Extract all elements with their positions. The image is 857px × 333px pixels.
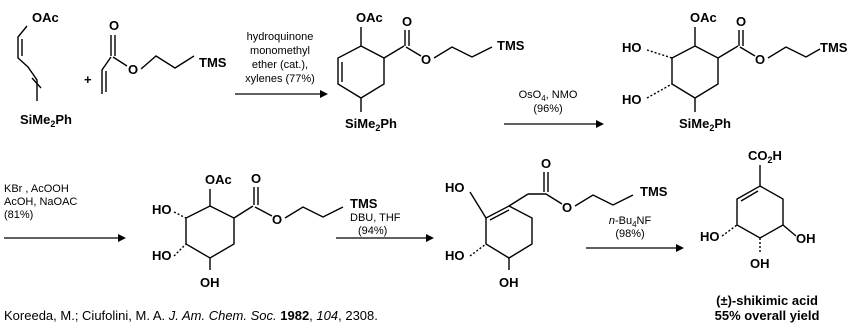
arrow-step2 — [504, 120, 604, 128]
product-oh-bottom: OH — [750, 256, 770, 271]
cpd3-ho-bottom: HO — [152, 248, 172, 263]
cpd3-carbonyl-o: O — [251, 171, 261, 186]
svg-text:(96%): (96%) — [533, 103, 562, 115]
step4-conditions: DBU, THF (94%) — [350, 212, 401, 237]
cpd2-ho-bottom: HO — [622, 92, 642, 107]
diene-oac-label: OAc — [32, 10, 59, 25]
product-shikimic-acid: CO2H HO OH OH (±)-shikimic acid 55% over… — [700, 148, 819, 323]
cpd1-ester-o: O — [421, 52, 431, 67]
svg-text:monomethyl: monomethyl — [250, 45, 310, 57]
cpd3-tms-label: TMS — [350, 196, 378, 211]
svg-text:ether (cat.),: ether (cat.), — [252, 59, 308, 71]
cpd4-oh-bottom: OH — [499, 275, 519, 290]
arrow-step4 — [336, 234, 434, 242]
compound-1: OAc O O TMS SiMe2Ph — [337, 10, 525, 133]
svg-text:OsO4, NMO: OsO4, NMO — [519, 89, 578, 103]
compound-2: OAc HO HO O O TMS SiMe2Ph — [622, 10, 848, 133]
svg-text:(94%): (94%) — [358, 225, 387, 237]
cpd3-ester-o: O — [272, 212, 282, 227]
cpd2-oac-label: OAc — [690, 10, 717, 25]
cpd3-ho-top: HO — [152, 202, 172, 217]
product-ho-left: HO — [700, 229, 720, 244]
cpd1-tms-label: TMS — [497, 38, 525, 53]
cpd3-oac-label: OAc — [205, 172, 232, 187]
svg-text:AcOH, NaOAC: AcOH, NaOAC — [4, 196, 77, 208]
product-overall-yield: 55% overall yield — [715, 308, 820, 323]
cpd2-ester-o: O — [755, 52, 765, 67]
product-acid-label: CO2H — [748, 148, 782, 165]
cpd4-ho-top: HO — [445, 180, 465, 195]
arrow-step3 — [4, 234, 126, 242]
acrylate-reactant: O O TMS — [101, 18, 227, 94]
cpd1-oac-label: OAc — [356, 10, 383, 25]
cpd4-ester-o: O — [562, 200, 572, 215]
step2-conditions: OsO4, NMO (96%) — [519, 89, 578, 115]
citation: Koreeda, M.; Ciufolini, M. A. J. Am. Che… — [4, 308, 378, 323]
svg-text:xylenes (77%): xylenes (77%) — [245, 73, 315, 85]
compound-4: HO HO OH O O TMS — [445, 156, 668, 290]
cpd4-tms-label: TMS — [640, 184, 668, 199]
acrylate-ester-o: O — [128, 62, 138, 77]
cpd2-silyl-label: SiMe2Ph — [679, 116, 731, 133]
arrow-step1 — [235, 90, 328, 98]
svg-text:(98%): (98%) — [615, 228, 644, 240]
cpd2-carbonyl-o: O — [736, 14, 746, 29]
cpd2-tms-label: TMS — [820, 40, 848, 55]
acrylate-tms-label: TMS — [199, 55, 227, 70]
compound-3: OAc HO HO OH O O TMS — [152, 171, 378, 290]
cpd4-carbonyl-o: O — [541, 156, 551, 171]
arrow-step5 — [586, 244, 684, 252]
diene-reactant: OAc SiMe2Ph — [17, 10, 72, 129]
step3-conditions: KBr , AcOOH AcOH, NaOAC (81%) — [4, 183, 77, 221]
cpd1-silyl-label: SiMe2Ph — [345, 116, 397, 133]
acrylate-carbonyl-o: O — [109, 18, 119, 33]
svg-text:hydroquinone: hydroquinone — [247, 31, 314, 43]
svg-text:n-Bu4NF: n-Bu4NF — [609, 215, 652, 229]
step5-conditions: n-Bu4NF (98%) — [609, 215, 652, 240]
step1-conditions: hydroquinone monomethyl ether (cat.), xy… — [245, 31, 315, 85]
cpd2-ho-top: HO — [622, 40, 642, 55]
svg-text:KBr , AcOOH: KBr , AcOOH — [4, 183, 69, 195]
svg-text:(81%): (81%) — [4, 209, 33, 221]
cpd1-carbonyl-o: O — [402, 14, 412, 29]
svg-text:DBU, THF: DBU, THF — [350, 212, 401, 224]
product-name: (±)-shikimic acid — [716, 293, 818, 308]
cpd4-ho-bottom: HO — [445, 248, 465, 263]
product-oh-right: OH — [796, 231, 816, 246]
diene-silyl-label: SiMe2Ph — [20, 112, 72, 129]
plus-sign: + — [84, 72, 92, 87]
cpd3-oh-bottom: OH — [200, 275, 220, 290]
